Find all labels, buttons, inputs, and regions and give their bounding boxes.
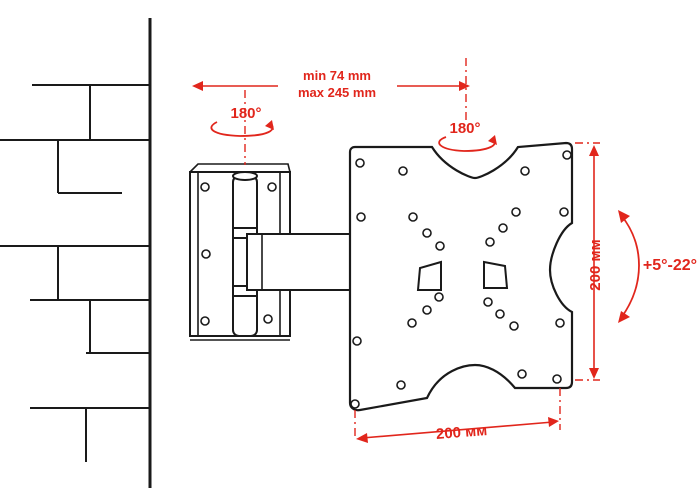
swivel-wall-arc [210, 121, 274, 137]
wall-bracket-body [189, 171, 291, 337]
tv-plate-outline [348, 141, 574, 412]
reach-arrow-left [192, 81, 203, 91]
mount-hole [498, 223, 508, 233]
screw-hole [200, 316, 210, 326]
mount-hole [552, 374, 562, 384]
mount-hole [396, 380, 406, 390]
swivel-wall-arrow [265, 120, 274, 130]
tilt-arc [620, 214, 640, 319]
swivel-plate-arrow [488, 135, 497, 145]
tilt-label: +5°-22° [643, 257, 697, 274]
tv-plate [348, 141, 574, 412]
tilt-arrow-bottom [618, 311, 630, 323]
swivel-plate-arc [438, 136, 496, 152]
reach-min-label: min 74 mm [303, 68, 371, 83]
mount-hole [559, 207, 569, 217]
mount-hole [511, 207, 521, 217]
tilt-indicator: +5°-22° [618, 210, 697, 323]
width-arrow-right [548, 417, 559, 427]
mount-hole [485, 237, 495, 247]
center-lock-tab-right [483, 260, 509, 289]
screw-hole [267, 182, 277, 192]
reach-max-label: max 245 mm [298, 85, 376, 100]
mount-hole [352, 336, 362, 346]
wall-bracket-top [189, 163, 291, 173]
mount-hole [483, 297, 493, 307]
swivel-wall-indicator: 180° [210, 105, 274, 137]
mount-hole [422, 305, 432, 315]
reach-dimension: min 74 mm max 245 mm [192, 58, 470, 165]
swivel-plate-indicator: 180° [438, 120, 497, 152]
reach-arrow-right [459, 81, 470, 91]
hinge-cap [232, 171, 258, 181]
mount-hole [555, 318, 565, 328]
mount-hole [562, 150, 572, 160]
mount-hole [355, 158, 365, 168]
screw-hole [200, 182, 210, 192]
tilt-arrow-top [618, 210, 630, 223]
width-dimension: 200 мм [354, 388, 561, 443]
mount-hole [350, 399, 360, 409]
height-label: 200 мм [587, 239, 604, 290]
mount-hole [398, 166, 408, 176]
mount-hole [495, 309, 505, 319]
swivel-wall-label: 180° [230, 105, 261, 122]
height-dimension: 200 мм [575, 142, 604, 381]
width-line [361, 421, 554, 439]
mount-hole [407, 318, 417, 328]
width-arrow-left [356, 433, 368, 443]
swing-arm [246, 233, 351, 291]
mount-hole [422, 228, 432, 238]
mount-hole [435, 241, 445, 251]
screw-hole [201, 249, 211, 259]
brick-wall [0, 18, 152, 488]
height-arrow-top [589, 145, 599, 156]
center-lock-tab-left [416, 260, 442, 291]
mount-hole [517, 369, 527, 379]
mount-hole [434, 292, 444, 302]
width-label: 200 мм [435, 422, 488, 443]
height-arrow-bottom [589, 368, 599, 379]
mount-hole [520, 166, 530, 176]
mount-hole [509, 321, 519, 331]
screw-hole [263, 314, 273, 324]
mount-hole [356, 212, 366, 222]
mount-hole [408, 212, 418, 222]
swivel-plate-label: 180° [449, 120, 480, 137]
